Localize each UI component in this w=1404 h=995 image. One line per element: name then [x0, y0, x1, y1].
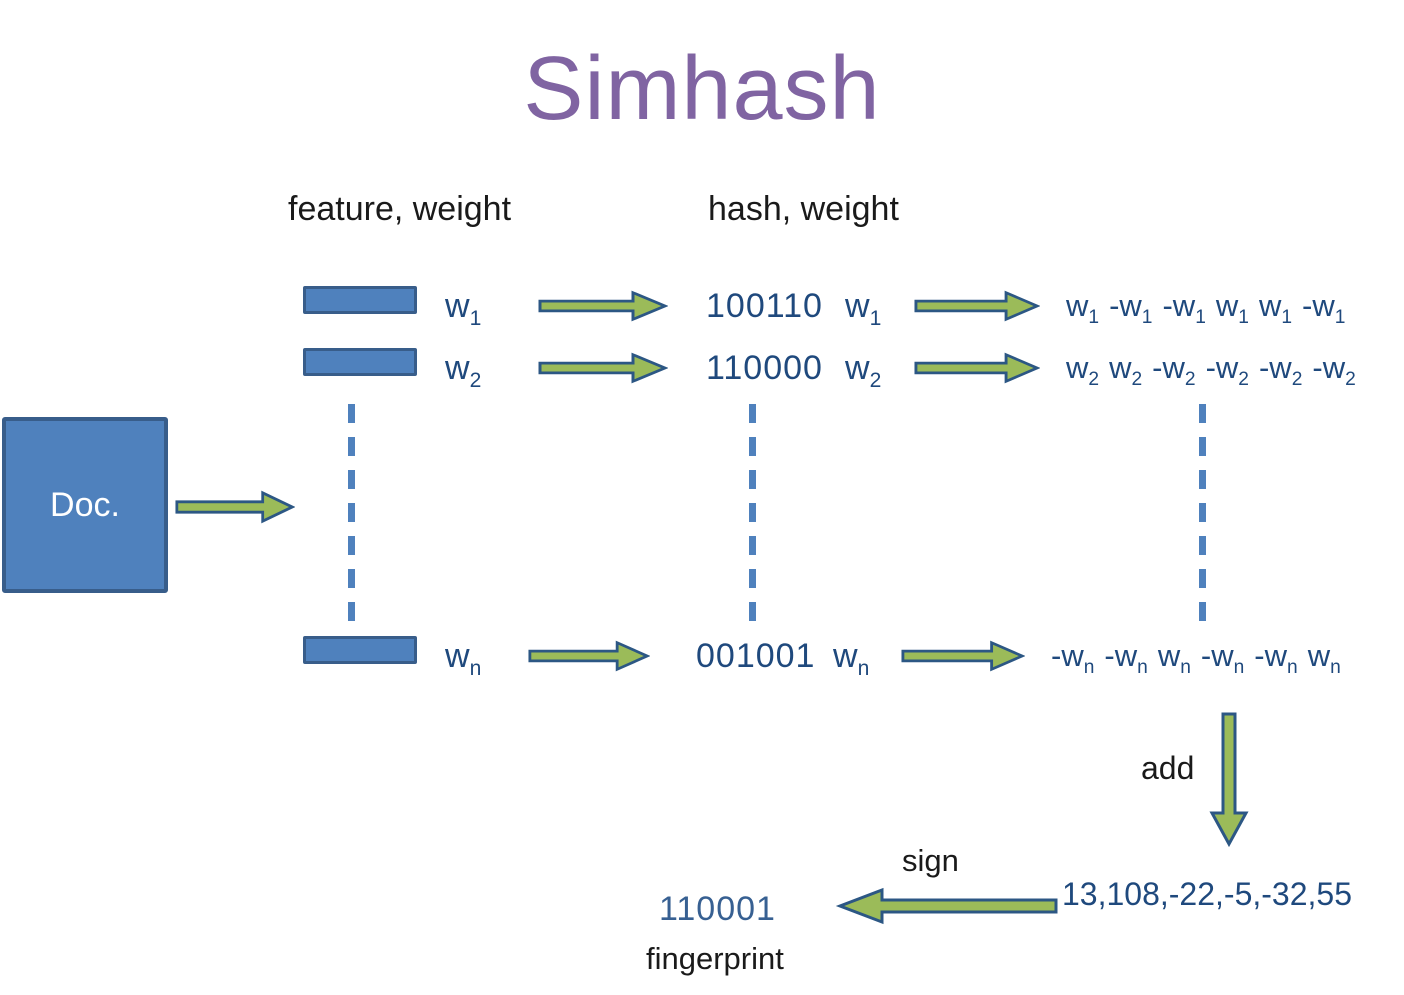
diagram-title: Simhash	[523, 39, 881, 139]
weight-term: -w2	[1152, 350, 1196, 391]
hash-to-weighted-arrow	[914, 352, 1041, 384]
sign-step-label: sign	[902, 843, 959, 878]
hash-to-weighted-arrow	[901, 640, 1026, 672]
feature-to-hash-arrow	[538, 352, 669, 384]
feature-weight-label: w2	[445, 348, 482, 392]
weight-term: w1	[845, 287, 882, 330]
add-arrow	[1209, 712, 1249, 848]
weight-term: w2	[1066, 350, 1100, 391]
weight-term: -w1	[1109, 288, 1153, 329]
feature-bar	[303, 286, 417, 314]
sum-vector-value: 13,108,-22,-5,-32,55	[1062, 876, 1352, 912]
hash-to-weighted-arrow	[914, 290, 1041, 322]
feature-bar	[303, 348, 417, 376]
weight-term: w1	[445, 287, 482, 330]
weight-term: -w2	[1312, 350, 1356, 391]
weight-term: -w2	[1205, 350, 1249, 391]
weight-term: w1	[1215, 288, 1249, 329]
column-header-feature-weight: feature, weight	[288, 190, 512, 228]
column-header-hash-weight: hash, weight	[708, 190, 899, 228]
feature-weight-label: w1	[445, 286, 482, 330]
weight-term: -wn	[1254, 638, 1298, 679]
doc-box: Doc.	[2, 417, 168, 593]
weight-term: wn	[1307, 638, 1341, 679]
feature-weight-label: wn	[445, 636, 482, 680]
weight-term: w2	[1109, 350, 1143, 391]
weight-term: w2	[845, 349, 882, 392]
hash-value: 110000	[706, 349, 823, 387]
feature-to-hash-arrow	[528, 640, 651, 672]
feature-bar	[303, 636, 417, 664]
feature-to-hash-arrow	[538, 290, 669, 322]
sign-arrow	[818, 886, 1058, 926]
weight-term: wn	[833, 637, 870, 680]
hash-value: 001001	[696, 637, 816, 675]
weight-term: wn	[1157, 638, 1191, 679]
ellipsis-dashed-line-weights	[1199, 404, 1206, 626]
doc-box-label: Doc.	[50, 485, 120, 524]
hash-weight-label: wn	[833, 636, 870, 680]
ellipsis-dashed-line-features	[348, 404, 355, 626]
ellipsis-dashed-line-hashes	[749, 404, 756, 626]
weight-term: wn	[445, 637, 482, 680]
add-step-label: add	[1141, 750, 1195, 786]
weight-term: -wn	[1051, 638, 1095, 679]
hash-weight-label: w1	[845, 286, 882, 330]
weight-term: w1	[1066, 288, 1100, 329]
doc-to-features-arrow	[175, 490, 296, 524]
weight-term: -w1	[1302, 288, 1346, 329]
weight-term: w2	[445, 349, 482, 392]
weight-term: -wn	[1200, 638, 1245, 679]
weight-term: -wn	[1104, 638, 1148, 679]
weight-term: -w1	[1162, 288, 1206, 329]
fingerprint-value: 110001	[659, 890, 776, 928]
weight-term: w1	[1258, 288, 1293, 329]
hash-value: 100110	[706, 287, 823, 325]
weight-term: -w2	[1258, 350, 1303, 391]
fingerprint-label: fingerprint	[646, 941, 784, 976]
hash-weight-label: w2	[845, 348, 882, 392]
